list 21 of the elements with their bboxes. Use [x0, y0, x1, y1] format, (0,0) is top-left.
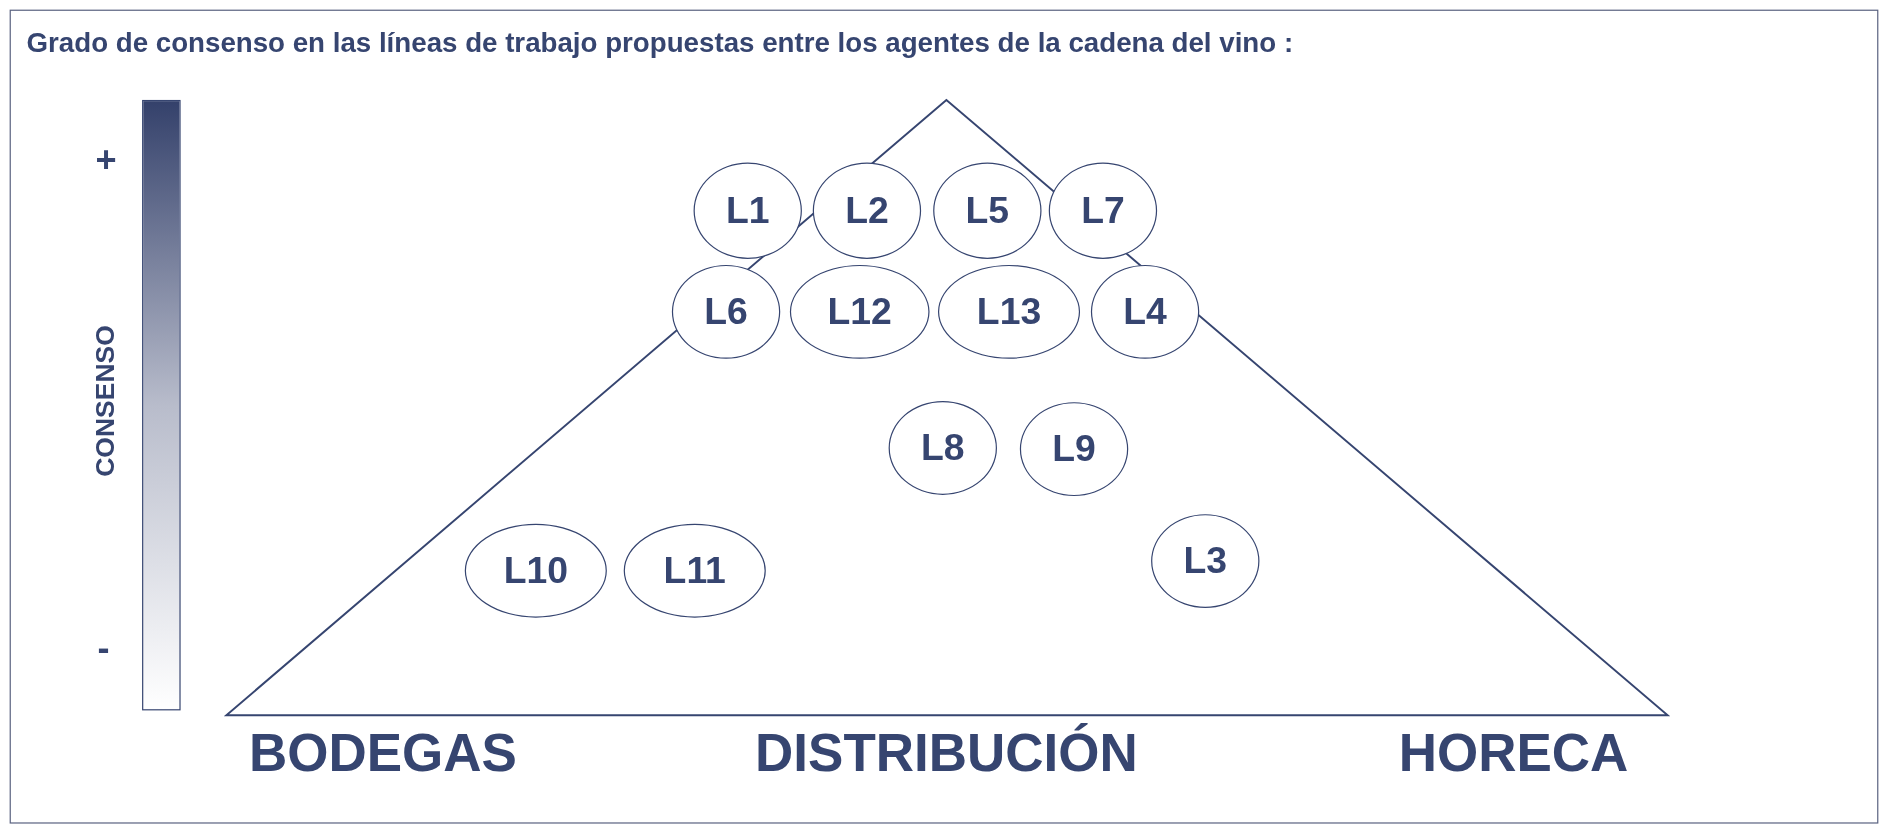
scale-plus-sign: +	[95, 139, 117, 181]
ellipse-node: L10	[464, 523, 607, 618]
ellipse-node: L4	[1090, 264, 1200, 359]
ellipse-node: L5	[933, 162, 1042, 259]
ellipse-node: L12	[789, 264, 930, 359]
ellipse-node: L9	[1019, 402, 1129, 497]
ellipse-node: L1	[693, 162, 802, 259]
category-label: BODEGAS	[248, 722, 517, 783]
ellipse-node: L3	[1151, 514, 1260, 609]
category-label: DISTRIBUCIÓN	[755, 722, 1138, 783]
ellipse-node: L13	[938, 264, 1081, 359]
ellipse-node: L11	[623, 523, 766, 618]
ellipse-node: L2	[812, 162, 922, 259]
axis-label: CONSENSO	[90, 325, 122, 477]
ellipse-node: L6	[671, 264, 781, 359]
title: Grado de consenso en las líneas de trabajo propuestas entre los agentes de la cadena del vino :	[26, 26, 1294, 59]
ellipse-node: L7	[1048, 162, 1158, 259]
scale-minus-sign: -	[97, 627, 110, 669]
category-label: HORECA	[1398, 722, 1629, 783]
gradient-scale-bar	[142, 99, 181, 711]
ellipse-node: L8	[888, 400, 997, 495]
